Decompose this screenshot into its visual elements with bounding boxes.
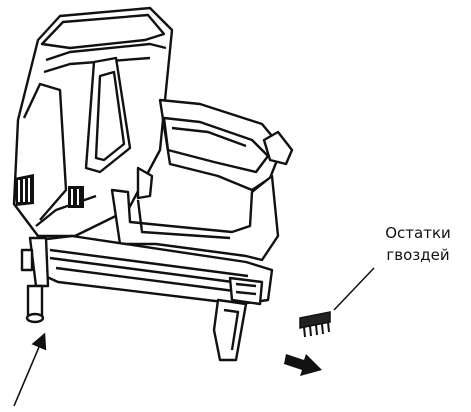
nail-remains-label-line1: Остатки xyxy=(385,224,451,242)
vent-slots xyxy=(18,178,79,205)
nail-gun-icon xyxy=(12,6,294,362)
pointer-arrow-icon xyxy=(13,332,47,407)
leader-line xyxy=(333,267,375,311)
nail-remains-label: Остатки гвоздей xyxy=(368,222,468,266)
eject-arrow-icon xyxy=(284,354,322,376)
nail-strip-icon xyxy=(299,311,331,338)
nail-remains-label-line2: гвоздей xyxy=(386,246,450,264)
